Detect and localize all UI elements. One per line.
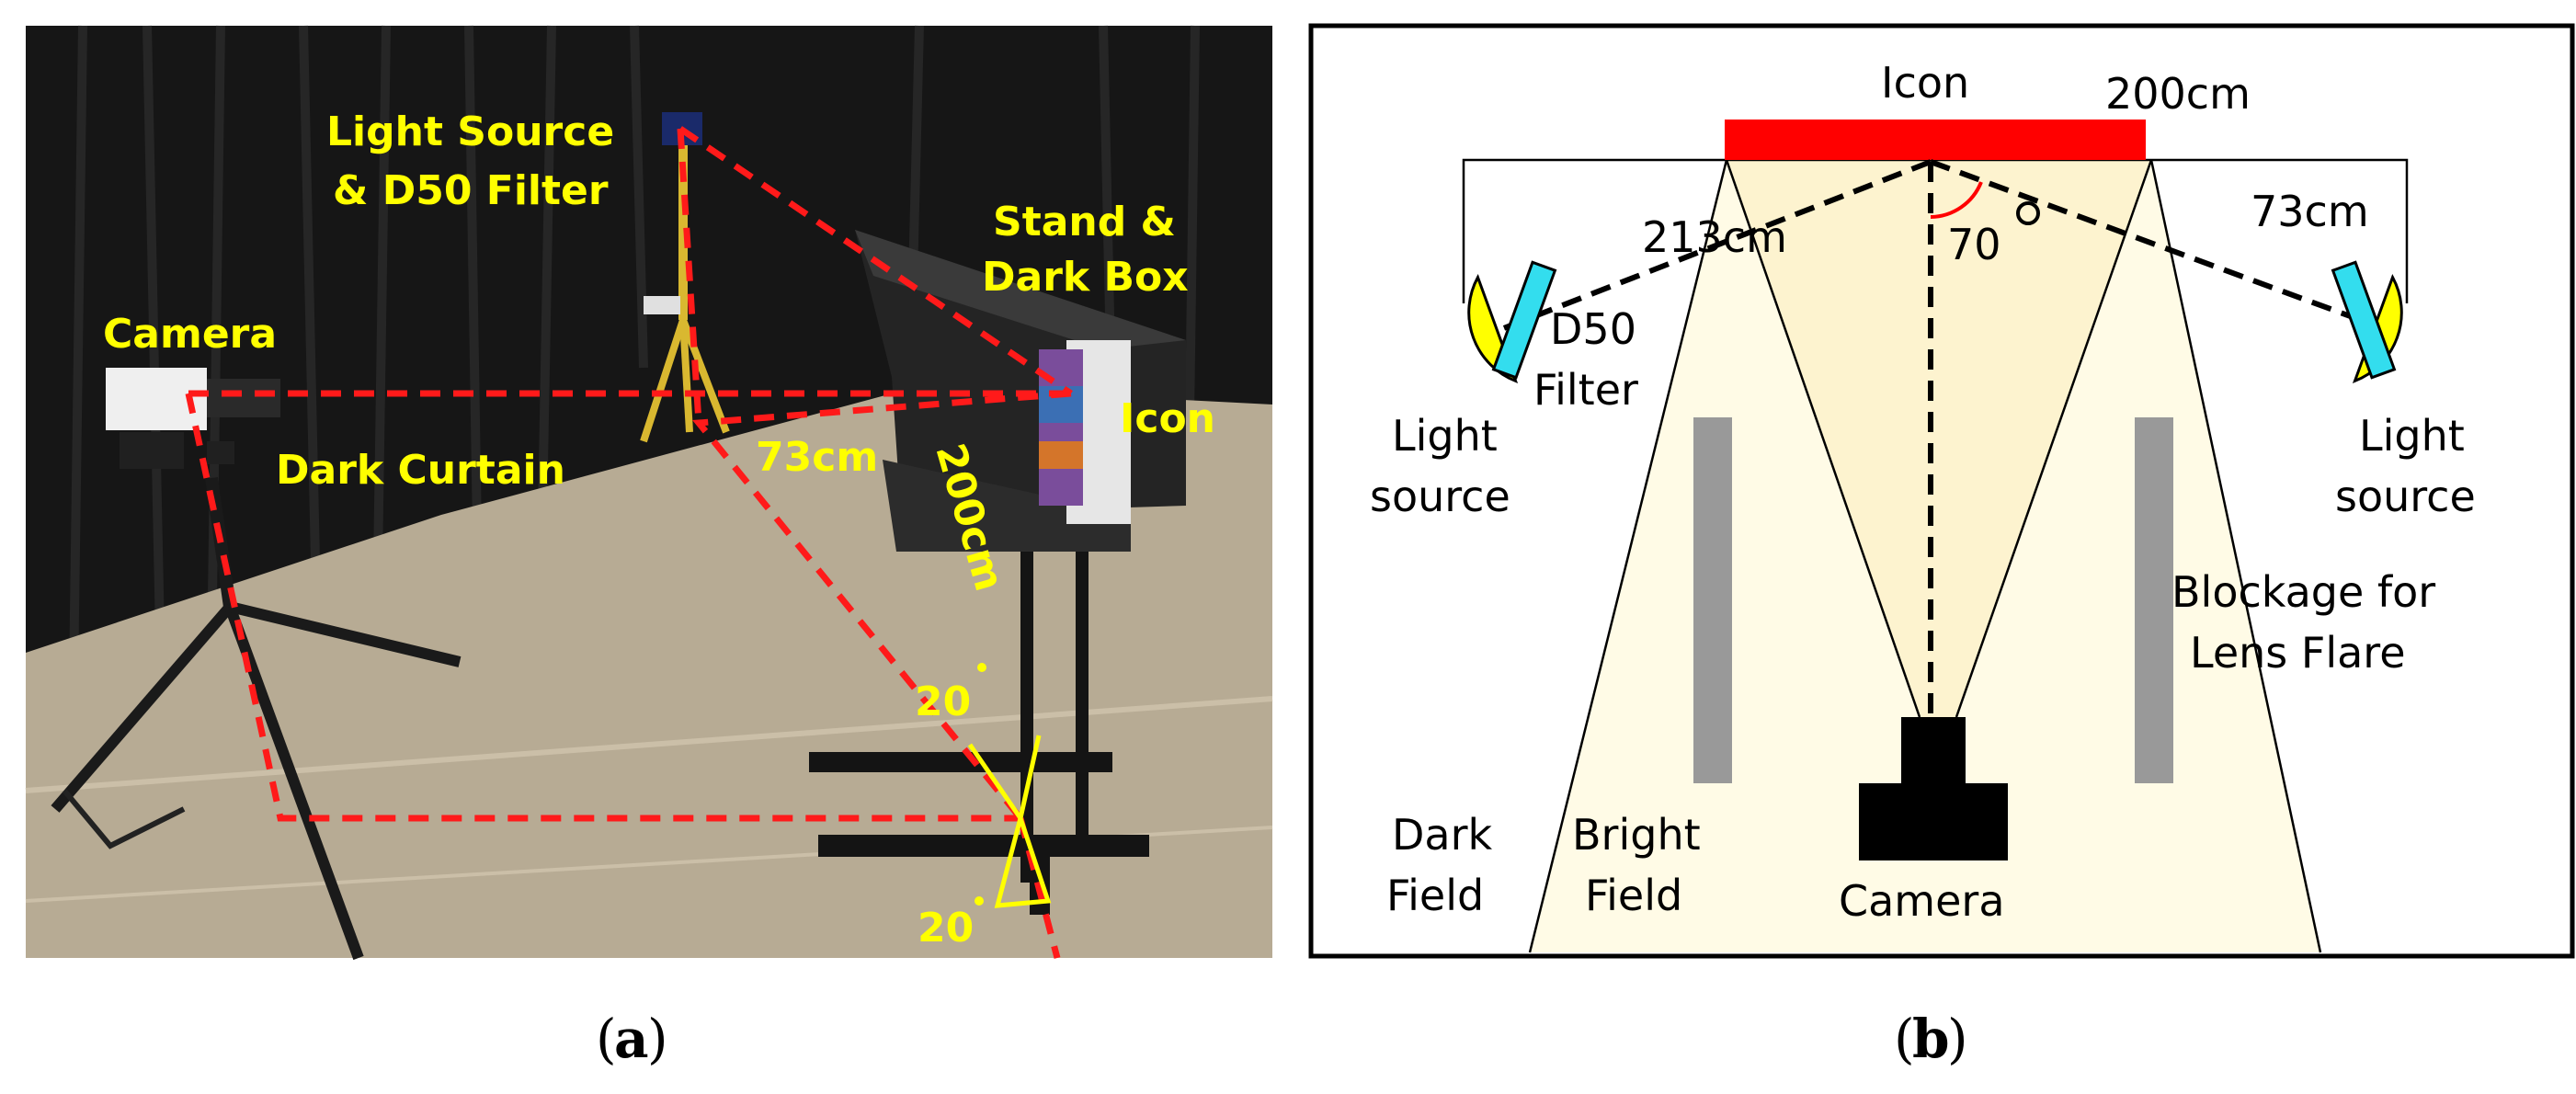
blockage-right: [2135, 417, 2173, 783]
label-blockage-1: Blockage for: [2171, 567, 2435, 617]
label-dark-field-2: Field: [1386, 871, 1484, 920]
dash-lower-extension: [1017, 817, 1061, 959]
label-light-right-1: Light: [2359, 411, 2465, 461]
dash-icon-to-floor: [692, 390, 1072, 821]
panel-b-labels: Icon 200cm 213cm 73cm 70 D50 Filter Ligh…: [1370, 58, 2476, 926]
caption-b: ( b ): [1894, 1008, 1968, 1070]
icon-bar: [1725, 120, 2146, 160]
diagram-dashes: [1495, 159, 2392, 717]
svg-text:): ): [647, 1008, 668, 1070]
label-bright-field-2: Field: [1585, 871, 1682, 920]
label-light-left-2: source: [1370, 472, 1510, 521]
bright-field-region: [1727, 160, 2151, 717]
label-73cm: 73cm: [756, 434, 878, 481]
label-icon: Icon: [1881, 58, 1969, 108]
label-angle: 70: [1947, 220, 2001, 269]
svg-text:(: (: [1894, 1008, 1915, 1070]
dash-icon-to-right-light: [1929, 159, 2392, 334]
dash-icon-to-left-light: [1495, 159, 1932, 334]
d50-filter-right: [2331, 260, 2397, 380]
floor-seam: [25, 696, 1273, 793]
label-camera: Camera: [103, 311, 277, 358]
field-boundaries: [1528, 159, 2322, 953]
dash-camera-to-floor: [185, 393, 1020, 822]
label-bright-field-1: Bright: [1572, 810, 1701, 860]
panel-a-labels: Light Source & D50 Filter Stand & Dark B…: [103, 108, 1215, 952]
camera-shape: [1859, 717, 2008, 860]
label-light-left-1: Light: [1392, 411, 1498, 461]
svg-text:(: (: [596, 1008, 617, 1070]
label-73cm: 73cm: [2251, 187, 2369, 236]
panel-a-photo: Light Source & D50 Filter Stand & Dark B…: [25, 25, 1273, 961]
label-light-source: Light Source: [326, 108, 614, 155]
label-angle-bottom: 20: [918, 905, 974, 952]
label-dark-field-1: Dark: [1392, 810, 1493, 860]
label-icon: Icon: [1120, 395, 1215, 442]
measurement-dashes: [185, 126, 1073, 959]
angle-wedges: [967, 735, 1052, 908]
degree-symbol: [2016, 201, 2040, 225]
caption-a-letter: a: [614, 1008, 649, 1070]
label-light-right-2: source: [2335, 472, 2476, 521]
label-d50-filter: & D50 Filter: [333, 167, 609, 214]
caption-b-letter: b: [1912, 1008, 1950, 1070]
blockage-left: [1693, 417, 1732, 783]
label-213cm: 213cm: [1642, 212, 1787, 262]
label-stand: Stand &: [993, 199, 1176, 245]
degree-dot-bottom: [975, 896, 984, 906]
angle-arc: [1930, 181, 1983, 219]
label-dark-curtain: Dark Curtain: [276, 447, 565, 494]
light-source-left-shape: [1467, 260, 1557, 383]
dash-light-to-icon: [678, 126, 1073, 396]
label-camera: Camera: [1839, 876, 2005, 926]
caption-a: ( a ): [596, 1008, 668, 1070]
panel-b-diagram: Icon 200cm 213cm 73cm 70 D50 Filter Ligh…: [1308, 23, 2575, 959]
label-blockage-2: Lens Flare: [2190, 628, 2406, 678]
label-filter: Filter: [1533, 365, 1638, 415]
light-source-right-shape: [2331, 260, 2403, 383]
svg-text:): ): [1947, 1008, 1968, 1070]
d50-filter-left: [1491, 260, 1557, 380]
label-dark-box: Dark Box: [982, 254, 1189, 301]
dash-light-vertical: [677, 128, 702, 424]
degree-dot-top: [977, 663, 986, 672]
label-angle-top: 20: [915, 678, 971, 725]
label-200cm: 200cm: [2105, 69, 2251, 119]
label-d50: D50: [1550, 304, 1636, 354]
